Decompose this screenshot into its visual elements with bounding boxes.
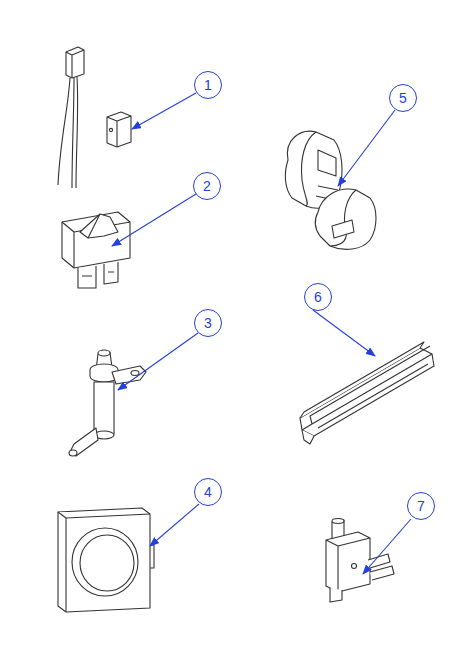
callout-number: 2 <box>203 179 211 193</box>
callout-number: 5 <box>399 91 407 105</box>
rocker-switch <box>62 212 130 288</box>
callout-number: 4 <box>204 485 212 499</box>
callout-circle: 3 <box>194 309 222 337</box>
callout-number: 1 <box>204 78 212 92</box>
callout-number: 6 <box>314 290 322 304</box>
control-plate <box>58 508 154 612</box>
callout-circle: 1 <box>194 71 222 99</box>
callout-number: 3 <box>204 316 212 330</box>
reed-contact <box>58 47 131 188</box>
control-knob <box>285 131 376 249</box>
callout-number: 7 <box>417 499 425 513</box>
micro-switch <box>326 519 394 603</box>
gasket-strip <box>300 342 434 444</box>
callout-circle: 4 <box>194 478 222 506</box>
callout-circle: 2 <box>193 172 221 200</box>
thermo-valve <box>69 350 146 456</box>
callout-circle: 5 <box>389 84 417 112</box>
callout-circle: 6 <box>304 283 332 311</box>
leader-lines <box>112 93 411 574</box>
callout-circle: 7 <box>407 492 435 520</box>
